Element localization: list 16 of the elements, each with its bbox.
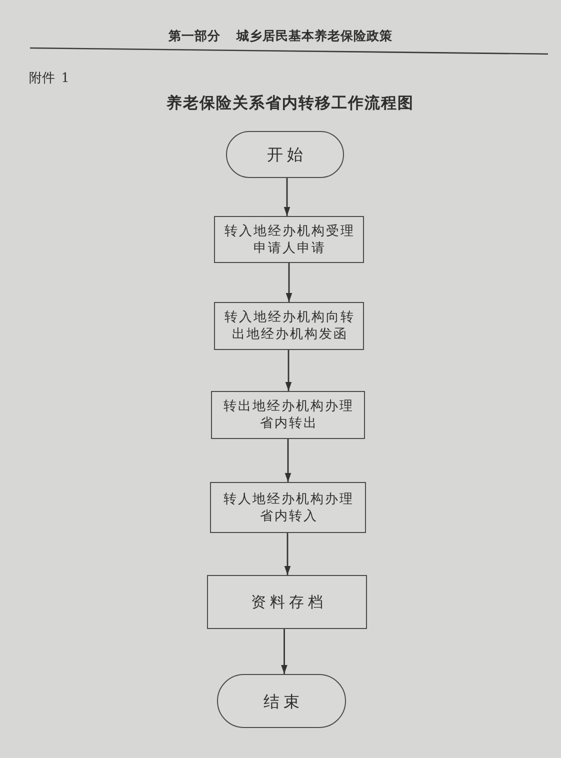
arrow [284, 439, 292, 482]
arrow [286, 263, 292, 302]
process-box: 转入地经办机构受理申请人申请 [214, 216, 364, 263]
terminal-box: 结束 [217, 674, 346, 728]
arrow [281, 629, 288, 674]
process-box: 转人地经办机构办理省内转入 [210, 482, 366, 533]
process-box: 转出地经办机构办理省内转出 [211, 391, 365, 439]
process-box: 转入地经办机构向转出地经办机构发函 [214, 302, 364, 350]
annex-label: 附件 1 [29, 71, 70, 86]
process-box: 资料存档 [207, 575, 367, 629]
flowchart-title: 养老保险关系省内转移工作流程图 [166, 93, 414, 112]
arrow [284, 533, 291, 575]
arrow [284, 178, 290, 216]
arrow [285, 350, 292, 391]
terminal-box: 开始 [226, 131, 344, 178]
running-header: 第一部分 城乡居民基本养老保险政策 [168, 28, 393, 43]
